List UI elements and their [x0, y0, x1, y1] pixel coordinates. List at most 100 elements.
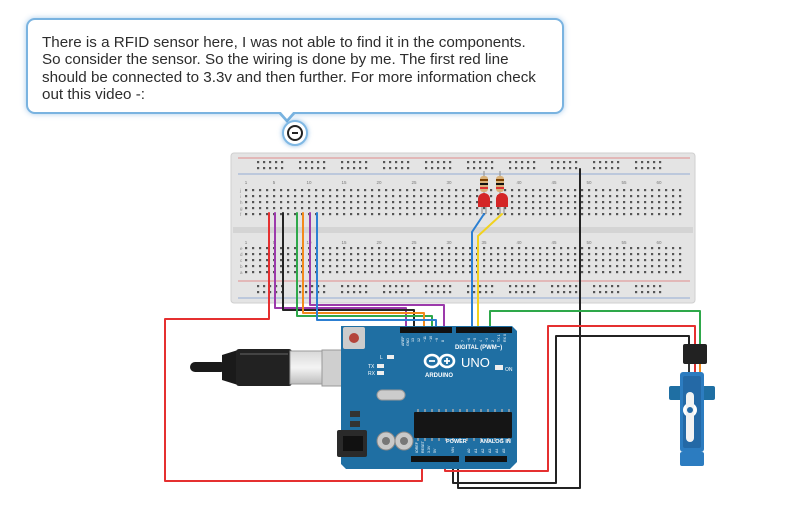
rail-hole[interactable] [533, 285, 536, 288]
annotation-note[interactable]: There is a RFID sensor here, I was not a… [26, 18, 564, 114]
rail-hole[interactable] [437, 161, 440, 164]
breadboard-hole[interactable] [483, 247, 486, 250]
breadboard-hole[interactable] [308, 189, 311, 192]
breadboard-hole[interactable] [602, 213, 605, 216]
breadboard-hole[interactable] [259, 213, 262, 216]
breadboard-hole[interactable] [378, 247, 381, 250]
breadboard-hole[interactable] [413, 213, 416, 216]
breadboard-hole[interactable] [525, 213, 528, 216]
rail-hole[interactable] [569, 285, 572, 288]
breadboard-hole[interactable] [616, 213, 619, 216]
breadboard-hole[interactable] [560, 247, 563, 250]
breadboard-hole[interactable] [658, 201, 661, 204]
breadboard-hole[interactable] [462, 247, 465, 250]
breadboard-hole[interactable] [392, 265, 395, 268]
breadboard-hole[interactable] [532, 213, 535, 216]
breadboard-hole[interactable] [518, 253, 521, 256]
rail-hole[interactable] [647, 285, 650, 288]
breadboard-hole[interactable] [504, 189, 507, 192]
breadboard-hole[interactable] [315, 201, 318, 204]
rail-hole[interactable] [395, 161, 398, 164]
rail-hole[interactable] [563, 285, 566, 288]
breadboard-hole[interactable] [448, 189, 451, 192]
rail-hole[interactable] [467, 291, 470, 294]
breadboard-hole[interactable] [308, 195, 311, 198]
breadboard-hole[interactable] [294, 195, 297, 198]
breadboard-hole[interactable] [371, 265, 374, 268]
rail-hole[interactable] [479, 167, 482, 170]
breadboard-hole[interactable] [553, 207, 556, 210]
rail-hole[interactable] [299, 285, 302, 288]
breadboard-hole[interactable] [665, 189, 668, 192]
breadboard-hole[interactable] [679, 213, 682, 216]
breadboard-hole[interactable] [329, 247, 332, 250]
breadboard-hole[interactable] [637, 265, 640, 268]
breadboard-hole[interactable] [525, 253, 528, 256]
breadboard-hole[interactable] [427, 207, 430, 210]
breadboard-hole[interactable] [413, 247, 416, 250]
breadboard-hole[interactable] [651, 271, 654, 274]
breadboard-hole[interactable] [413, 259, 416, 262]
breadboard-hole[interactable] [588, 213, 591, 216]
breadboard-hole[interactable] [630, 265, 633, 268]
breadboard-hole[interactable] [322, 201, 325, 204]
breadboard-hole[interactable] [567, 213, 570, 216]
breadboard-hole[interactable] [469, 189, 472, 192]
breadboard-hole[interactable] [630, 201, 633, 204]
rail-hole[interactable] [347, 285, 350, 288]
breadboard-hole[interactable] [546, 201, 549, 204]
breadboard-hole[interactable] [385, 195, 388, 198]
breadboard-hole[interactable] [469, 207, 472, 210]
rail-hole[interactable] [599, 291, 602, 294]
breadboard-hole[interactable] [672, 253, 675, 256]
breadboard-hole[interactable] [385, 265, 388, 268]
breadboard-hole[interactable] [434, 271, 437, 274]
breadboard-hole[interactable] [399, 213, 402, 216]
breadboard-hole[interactable] [357, 189, 360, 192]
breadboard-hole[interactable] [455, 259, 458, 262]
breadboard-hole[interactable] [679, 195, 682, 198]
rail-hole[interactable] [593, 167, 596, 170]
breadboard-hole[interactable] [623, 265, 626, 268]
breadboard-hole[interactable] [350, 247, 353, 250]
breadboard-hole[interactable] [602, 201, 605, 204]
breadboard-hole[interactable] [357, 247, 360, 250]
breadboard-hole[interactable] [364, 271, 367, 274]
breadboard-hole[interactable] [462, 253, 465, 256]
breadboard-hole[interactable] [623, 247, 626, 250]
breadboard-hole[interactable] [665, 259, 668, 262]
breadboard-hole[interactable] [644, 265, 647, 268]
breadboard-hole[interactable] [651, 195, 654, 198]
breadboard-hole[interactable] [287, 201, 290, 204]
breadboard-hole[interactable] [350, 201, 353, 204]
breadboard-hole[interactable] [385, 253, 388, 256]
breadboard-hole[interactable] [406, 213, 409, 216]
breadboard-hole[interactable] [553, 201, 556, 204]
breadboard-hole[interactable] [476, 213, 479, 216]
rail-hole[interactable] [611, 285, 614, 288]
breadboard-hole[interactable] [518, 201, 521, 204]
breadboard-hole[interactable] [406, 253, 409, 256]
rail-hole[interactable] [407, 285, 410, 288]
breadboard-hole[interactable] [490, 213, 493, 216]
breadboard-hole[interactable] [406, 201, 409, 204]
breadboard-hole[interactable] [637, 271, 640, 274]
breadboard-hole[interactable] [511, 195, 514, 198]
breadboard-hole[interactable] [343, 253, 346, 256]
breadboard-hole[interactable] [469, 201, 472, 204]
rail-hole[interactable] [551, 285, 554, 288]
breadboard-hole[interactable] [595, 201, 598, 204]
breadboard-hole[interactable] [371, 195, 374, 198]
breadboard-hole[interactable] [616, 195, 619, 198]
rail-hole[interactable] [473, 291, 476, 294]
breadboard-hole[interactable] [371, 201, 374, 204]
breadboard-hole[interactable] [378, 265, 381, 268]
rail-hole[interactable] [341, 291, 344, 294]
rail-hole[interactable] [449, 161, 452, 164]
rail-hole[interactable] [515, 285, 518, 288]
breadboard-hole[interactable] [413, 195, 416, 198]
rail-hole[interactable] [317, 167, 320, 170]
breadboard-hole[interactable] [560, 207, 563, 210]
rail-hole[interactable] [449, 285, 452, 288]
breadboard-hole[interactable] [651, 247, 654, 250]
